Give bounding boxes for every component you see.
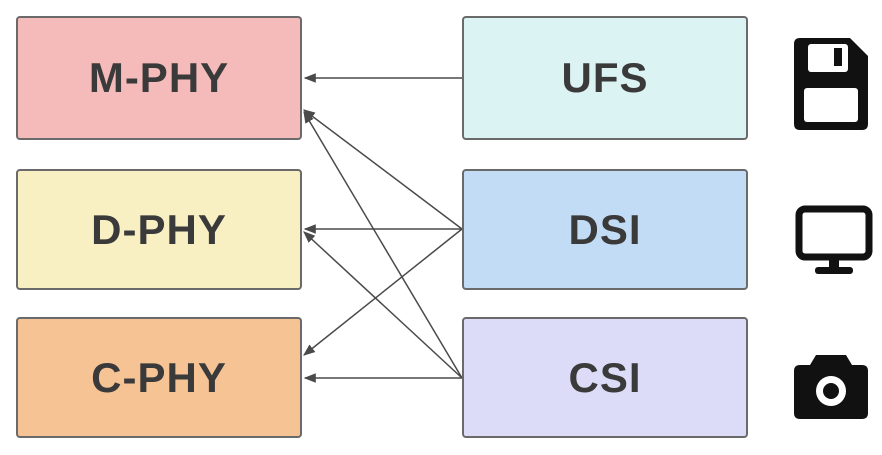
arrow-csi-to-m-phy (303, 110, 463, 379)
dsi-box: DSI (462, 169, 748, 290)
d-phy-box: D-PHY (16, 169, 302, 290)
floppy-disk-icon (794, 38, 868, 130)
c-phy-label: C-PHY (91, 353, 227, 401)
camera-icon (794, 355, 868, 419)
m-phy-label: M-PHY (88, 54, 230, 101)
csi-box: CSI (462, 317, 748, 438)
c-phy-box: C-PHY (16, 317, 302, 438)
monitor-icon (795, 205, 873, 274)
arrow-csi-to-d-phy (303, 231, 463, 379)
ufs-label: UFS (561, 54, 649, 101)
arrow-dsi-to-m-phy (303, 109, 463, 230)
dsi-label: DSI (568, 205, 642, 253)
csi-label: CSI (568, 353, 642, 401)
ufs-box: UFS (462, 16, 748, 140)
d-phy-label: D-PHY (91, 205, 227, 253)
arrow-dsi-to-c-phy (303, 228, 463, 356)
m-phy-box: M-PHY (16, 16, 302, 140)
